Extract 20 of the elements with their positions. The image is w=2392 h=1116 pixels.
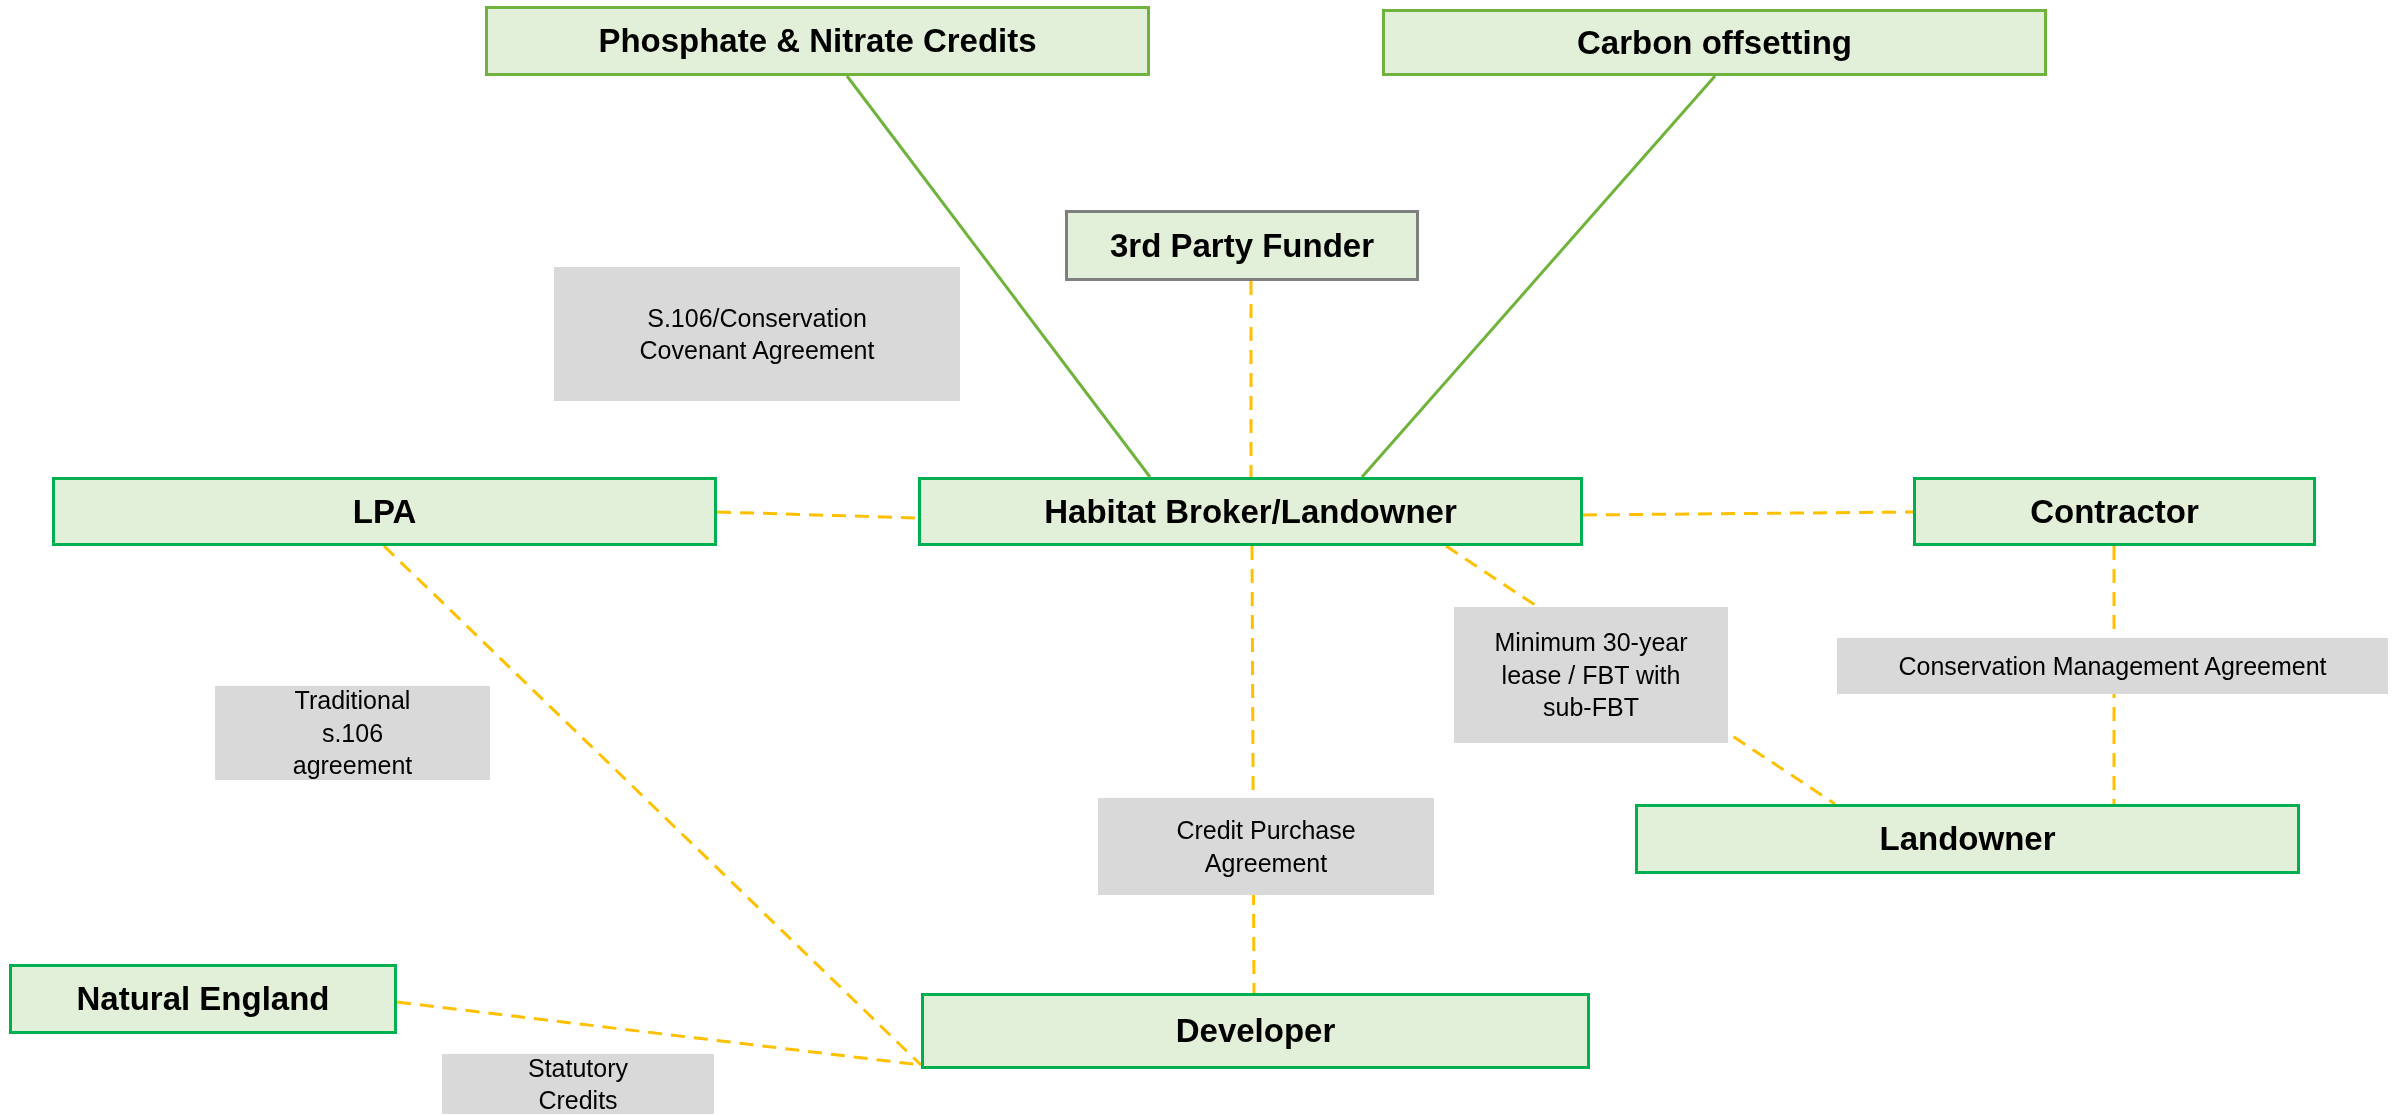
note-label: Statutory Credits [442, 1054, 714, 1114]
edge-label: Conservation Management Agreement [1837, 638, 2388, 694]
edge-label: Minimum 30-year lease / FBT with sub-FBT [1454, 607, 1728, 743]
process-box: LPA [52, 477, 717, 546]
edge-label: Credit Purchase Agreement [1098, 798, 1434, 895]
process-box: 3rd Party Funder [1065, 210, 1419, 281]
dashed-connector [1249, 281, 1253, 477]
process-box: Habitat Broker/Landowner [918, 477, 1583, 546]
process-box: Contractor [1913, 477, 2316, 546]
process-box: Developer [921, 993, 1590, 1069]
connector-line [1360, 75, 1717, 478]
connector-line [845, 75, 1152, 478]
dashed-connector [1583, 510, 1913, 517]
process-box: Phosphate & Nitrate Credits [485, 6, 1150, 76]
process-box: Carbon offsetting [1382, 9, 2047, 76]
note-label: Traditional s.106 agreement [215, 686, 490, 780]
dashed-connector [382, 544, 923, 1067]
process-box: Natural England [9, 964, 397, 1034]
note-label: S.106/Conservation Covenant Agreement [554, 267, 960, 401]
process-box: Landowner [1635, 804, 2300, 874]
